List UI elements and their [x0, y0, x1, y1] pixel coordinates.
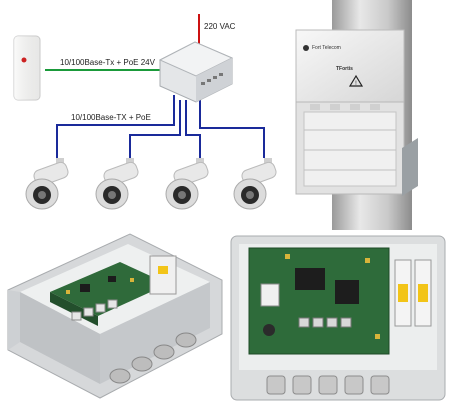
board-top-view-photo: [225, 230, 450, 405]
pole-enclosure-photo: ! Fort Telecom TFortis: [290, 0, 450, 230]
power-label: 220 VAC: [204, 22, 236, 31]
poe-lines: [56, 95, 265, 158]
diagram-lines: [13, 14, 277, 210]
board-top-view-illustration: [230, 235, 446, 401]
cable-glands: [109, 332, 197, 384]
circuit-breakers: [394, 259, 432, 327]
poe-switch-box: [158, 41, 234, 103]
bottom-cable-glands: [266, 375, 390, 395]
camera-4: [233, 158, 277, 210]
poe-label: 10/100Base-TX + PoE: [71, 113, 151, 122]
camera-1: [25, 158, 69, 210]
ethernet-ports: [71, 299, 118, 321]
main-pcb: [248, 247, 390, 355]
poe24-label: 10/100Base-Tx + PoE 24V: [60, 58, 155, 67]
circuit-board: [50, 262, 168, 326]
open-enclosure-switch-photo: [0, 230, 225, 405]
breaker: [149, 255, 177, 295]
open-box-illustration: [7, 233, 223, 399]
enclosure-brand: TFortis: [336, 66, 353, 72]
pole-enclosure-illustration: !: [295, 0, 418, 230]
enclosure: !: [295, 29, 418, 196]
camera-2: [95, 158, 139, 210]
camera-3: [165, 158, 209, 210]
network-diagram: 220 VAC 10/100Base-Tx + PoE 24V 10/100Ba…: [0, 0, 290, 230]
enclosure-logo: Fort Telecom: [312, 45, 341, 51]
svg-text:!: !: [355, 81, 357, 87]
access-point: [13, 35, 41, 101]
